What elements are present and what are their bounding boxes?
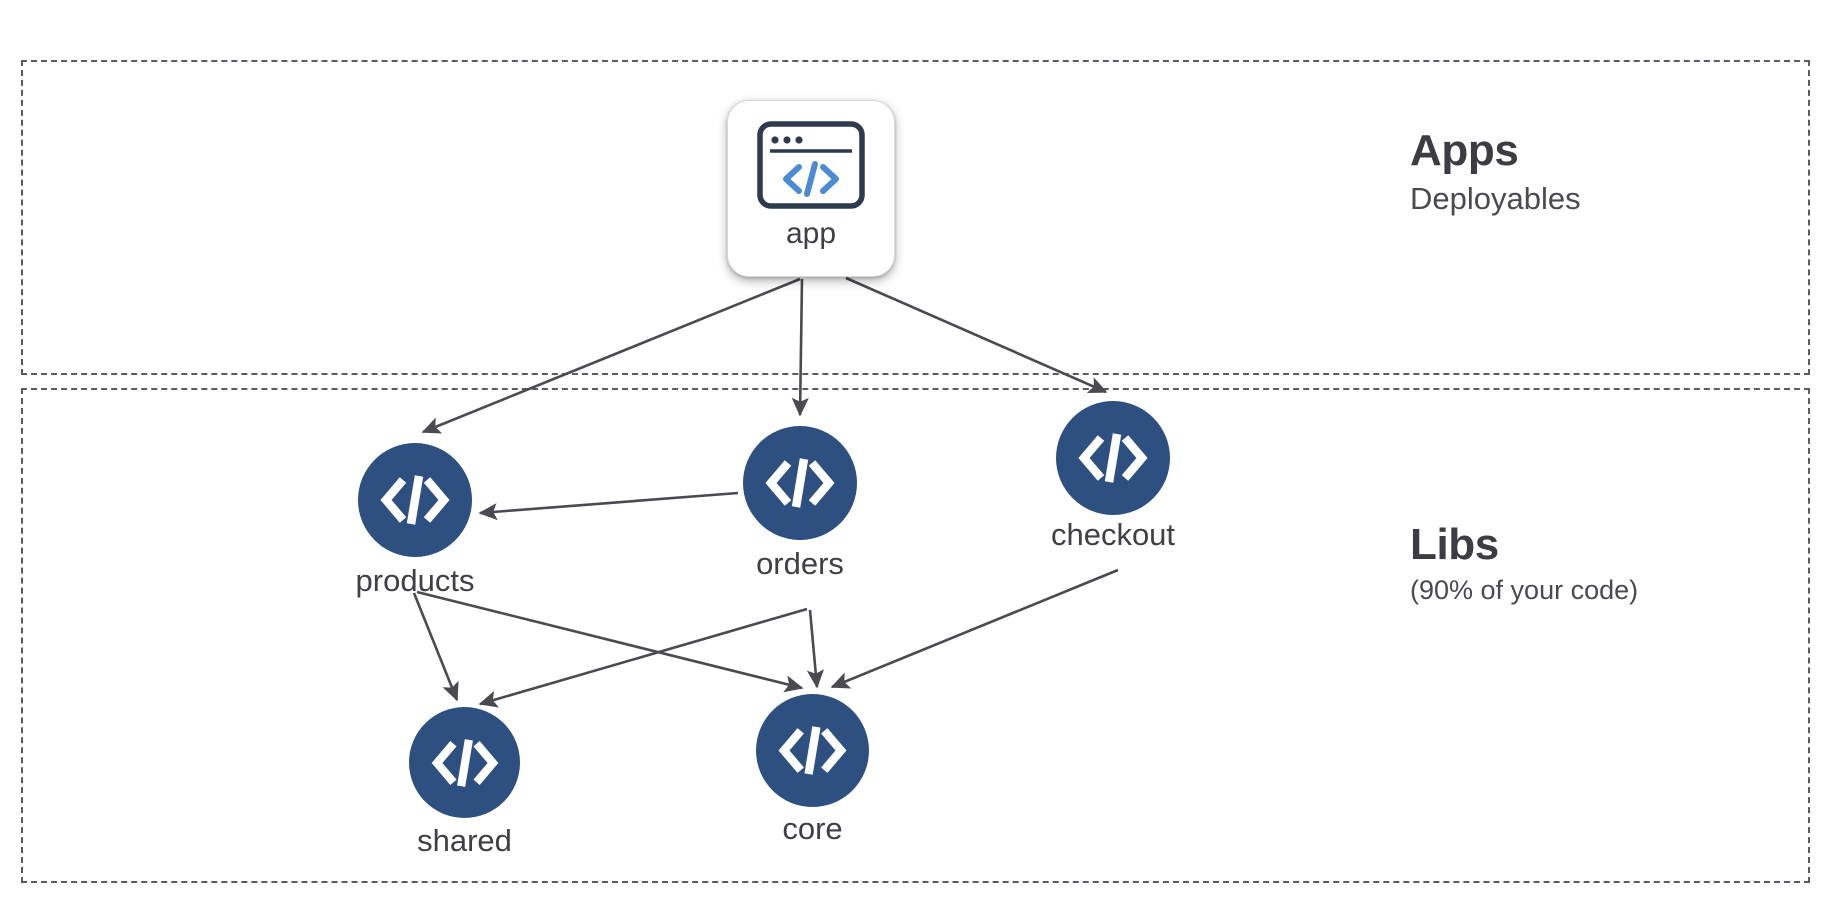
node-app-label: app xyxy=(785,217,837,250)
node-products[interactable]: products xyxy=(356,443,474,596)
apps-layer-title: Apps xyxy=(1410,126,1519,175)
node-checkout[interactable]: checkout xyxy=(1051,401,1175,550)
code-brackets-icon xyxy=(431,738,498,787)
libs-layer-subtitle: (90% of your code) xyxy=(1410,575,1639,606)
node-shared-circle xyxy=(409,707,520,818)
node-core[interactable]: core xyxy=(756,694,869,844)
code-brackets-icon xyxy=(765,458,835,508)
node-checkout-circle xyxy=(1056,401,1170,515)
code-brackets-icon xyxy=(778,726,847,775)
node-app[interactable]: app xyxy=(727,100,895,277)
libs-layer-caption: Libs (90% of your code) xyxy=(1410,520,1639,608)
node-shared-label: shared xyxy=(417,823,512,858)
node-orders-label: orders xyxy=(756,546,844,581)
node-shared[interactable]: shared xyxy=(409,707,520,856)
libs-layer-boundary xyxy=(21,388,1810,883)
node-core-label: core xyxy=(782,811,843,846)
node-core-circle xyxy=(756,694,869,807)
code-brackets-icon xyxy=(1078,433,1148,483)
node-checkout-label: checkout xyxy=(1050,517,1176,552)
apps-layer-subtitle: Deployables xyxy=(1410,181,1581,217)
node-orders[interactable]: orders xyxy=(743,426,857,579)
browser-window-code-icon xyxy=(757,121,865,209)
node-products-circle xyxy=(358,443,472,557)
code-brackets-icon xyxy=(380,475,450,525)
node-orders-circle xyxy=(743,426,857,540)
apps-layer-caption: Apps Deployables xyxy=(1410,126,1581,219)
node-products-label: products xyxy=(355,563,475,598)
libs-layer-title: Libs xyxy=(1410,520,1499,569)
